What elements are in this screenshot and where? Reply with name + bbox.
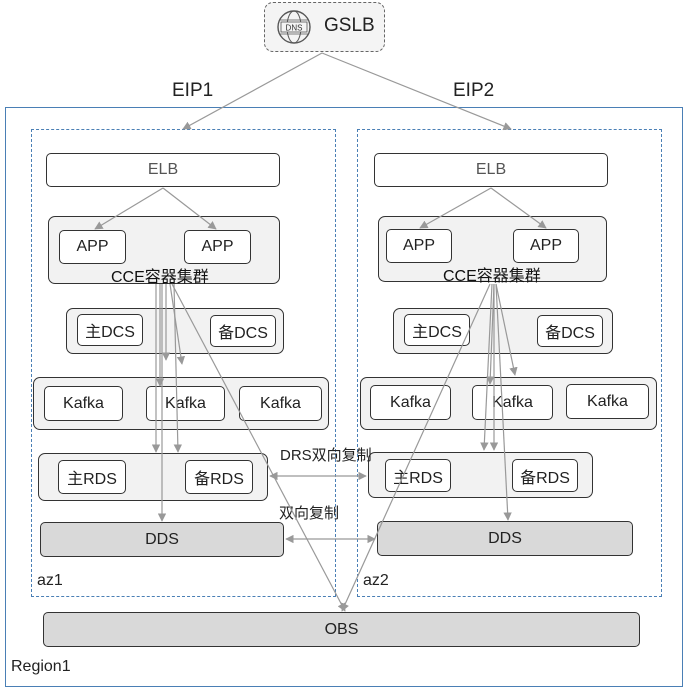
cce-to-dcs-az2 <box>486 283 495 385</box>
az1-label: az1 <box>37 572 63 589</box>
kafka-az2-1: Kafka <box>370 385 451 420</box>
rds-primary-az2: 主RDS <box>385 459 451 492</box>
app-az2-1: APP <box>386 229 452 263</box>
elb-to-app-az1-2 <box>162 187 217 230</box>
dds-az2: DDS <box>377 521 633 556</box>
app-az1-1: APP <box>59 230 126 264</box>
cce-label-az2: CCE容器集群 <box>443 268 541 285</box>
kafka-az1-1: Kafka <box>44 386 123 421</box>
elb-to-app-az1-1 <box>94 187 164 230</box>
cce-to-obs-az1 <box>171 283 346 612</box>
cce-to-dds-az2 <box>495 283 512 521</box>
rds-primary-az1: 主RDS <box>58 460 126 494</box>
kafka-az1-3: Kafka <box>239 386 322 421</box>
dcs-primary-az1: 主DCS <box>77 314 143 346</box>
elb-az1: ELB <box>46 153 280 187</box>
availability-zone-1 <box>31 129 336 597</box>
cce-label-az1: CCE容器集群 <box>111 269 209 286</box>
elb-to-app-az2-1 <box>419 187 492 229</box>
elb-az2: ELB <box>374 153 608 187</box>
gslb-label: GSLB <box>324 15 375 36</box>
svg-text:DNS: DNS <box>286 24 303 33</box>
kafka-az2-3: Kafka <box>566 384 649 419</box>
gslb-to-az2-arrow <box>321 52 512 131</box>
gslb-to-az1-arrow <box>182 52 323 130</box>
cce-to-dcs-standby-az2 <box>495 283 518 376</box>
dds-replication-label: 双向复制 <box>279 505 340 522</box>
dds-az1: DDS <box>40 522 284 557</box>
rds-replication-label: DRS双向复制 <box>280 447 372 464</box>
cce-to-dcs-standby-az1 <box>169 283 186 365</box>
cce-to-rds-standby-az1 <box>173 283 183 453</box>
rds-standby-az1: 备RDS <box>185 460 253 494</box>
dcs-standby-az1: 备DCS <box>210 315 276 347</box>
cce-to-kafka-az2 <box>480 283 493 451</box>
app-az1-2: APP <box>184 230 251 264</box>
az2-label: az2 <box>363 572 389 589</box>
dns-icon: DNS <box>276 9 312 45</box>
kafka-az1-2: Kafka <box>146 386 225 421</box>
dcs-standby-az2: 备DCS <box>537 315 603 347</box>
elb-to-app-az2-2 <box>490 187 547 229</box>
rds-standby-az2: 备RDS <box>512 459 578 492</box>
app-az2-2: APP <box>513 229 579 263</box>
eip2-label: EIP2 <box>453 80 495 101</box>
region-boundary <box>5 107 683 687</box>
cce-to-obs-az2 <box>341 283 491 612</box>
obs-storage: OBS <box>43 612 640 647</box>
region-label: Region1 <box>11 658 71 675</box>
eip1-label: EIP1 <box>172 80 214 101</box>
